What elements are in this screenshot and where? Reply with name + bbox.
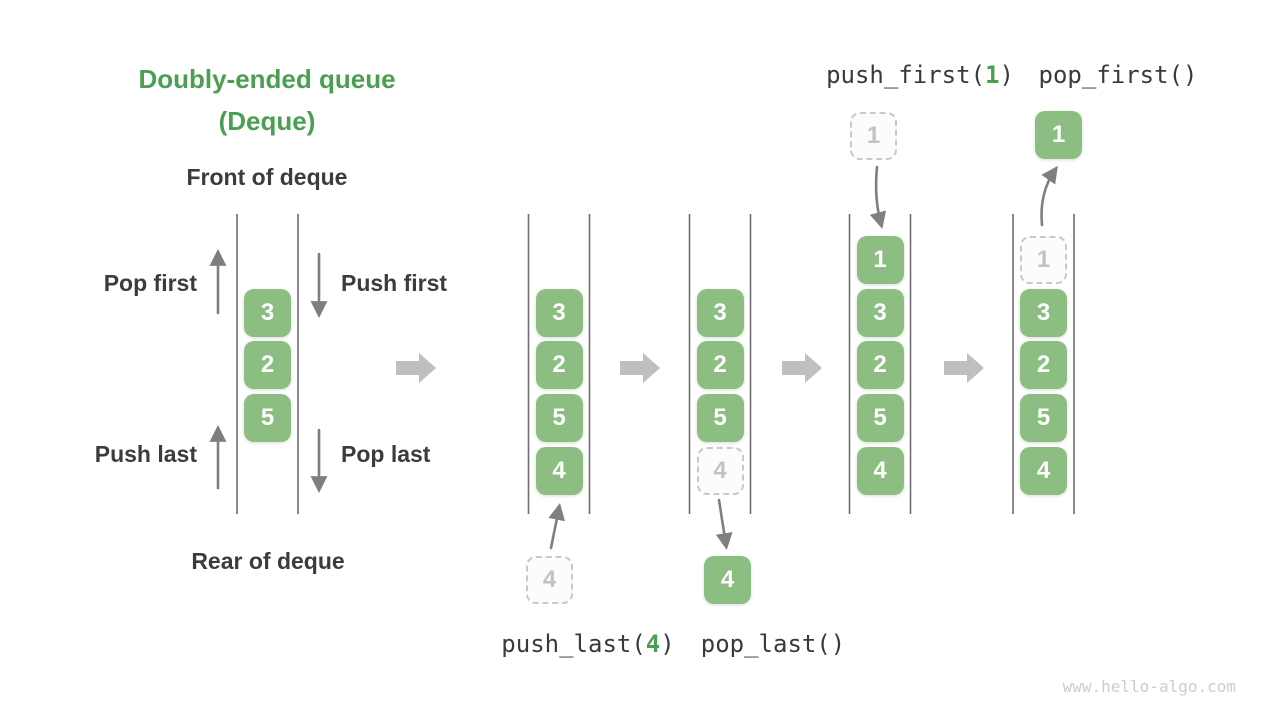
transition-arrow-3 <box>782 353 822 383</box>
transition-arrow-4 <box>944 353 984 383</box>
push-last-code: push_last( <box>501 630 646 658</box>
push-first-op-arrow <box>869 165 887 229</box>
watermark: www.hello-algo.com <box>1062 677 1236 696</box>
queue-after-pop-first-cell-2: 2 <box>1020 341 1067 390</box>
queue-after-push-first-cell-3: 3 <box>856 288 904 337</box>
queue-after-pop-last-cell-2: 2 <box>696 341 744 390</box>
push-last-arg: 4 <box>645 630 661 658</box>
push-last-input-value: 4 <box>526 556 573 604</box>
queue-initial-cell-5: 5 <box>244 394 291 443</box>
pop-last-output-value: 4 <box>704 556 751 604</box>
transition-arrow-1 <box>396 353 436 383</box>
queue-after-push-last-cell-4: 4 <box>535 446 583 495</box>
pop-first-op-arrow <box>1040 165 1058 227</box>
queue-after-pop-first-cell-5: 5 <box>1020 394 1067 443</box>
push-last-op-arrow <box>548 503 565 550</box>
queue-after-pop-first-cell-4: 4 <box>1020 446 1067 495</box>
pop-first-label: Pop first <box>103 270 197 296</box>
queue-after-push-last-cell-3: 3 <box>535 288 583 337</box>
push-last-label: Push last <box>94 441 197 467</box>
push-first-operation-label: push_first(1) <box>826 61 1014 89</box>
pop-last-operation-label: pop_last() <box>700 630 846 658</box>
pop-first-output-value: 1 <box>1035 111 1082 159</box>
title-line2: (Deque) <box>218 106 316 136</box>
queue-after-push-first-cell-4: 4 <box>856 446 904 495</box>
push-first-input-value: 1 <box>850 112 897 160</box>
queue-after-push-last-cell-2: 2 <box>535 341 583 390</box>
push-first-close: ) <box>999 61 1014 89</box>
front-of-deque-label: Front of deque <box>186 164 348 190</box>
queue-after-pop-first-cell-1: 1 <box>1020 236 1067 284</box>
queue-after-pop-last-cell-5: 5 <box>696 394 744 443</box>
pop-first-operation-label: pop_first() <box>1038 61 1198 89</box>
rear-of-deque-label: Rear of deque <box>191 548 345 574</box>
queue-after-push-first-cell-5: 5 <box>856 394 904 443</box>
queue-after-pop-first-cell-3: 3 <box>1020 288 1067 337</box>
queue-initial-cell-3: 3 <box>244 288 291 337</box>
push-first-label: Push first <box>341 270 448 296</box>
transition-arrow-2 <box>620 353 660 383</box>
push-first-arg: 1 <box>985 61 1000 89</box>
diagram-title: Doubly-ended queue (Deque) <box>107 58 427 142</box>
queue-after-pop-last-cell-4: 4 <box>696 446 744 495</box>
queue-after-push-last-cell-5: 5 <box>535 394 583 443</box>
pop-last-label: Pop last <box>341 441 431 467</box>
queue-after-push-first-cell-2: 2 <box>856 341 904 390</box>
push-first-code: push_first( <box>826 61 986 89</box>
title-line1: Doubly-ended queue <box>138 64 396 94</box>
queue-after-pop-last-cell-3: 3 <box>696 288 744 337</box>
push-last-operation-label: push_last(4) <box>501 630 674 658</box>
pop-last-op-arrow <box>715 498 733 551</box>
queue-after-push-first-cell-1: 1 <box>856 236 904 284</box>
queue-initial-cell-2: 2 <box>244 341 291 390</box>
push-last-close: ) <box>660 630 675 658</box>
